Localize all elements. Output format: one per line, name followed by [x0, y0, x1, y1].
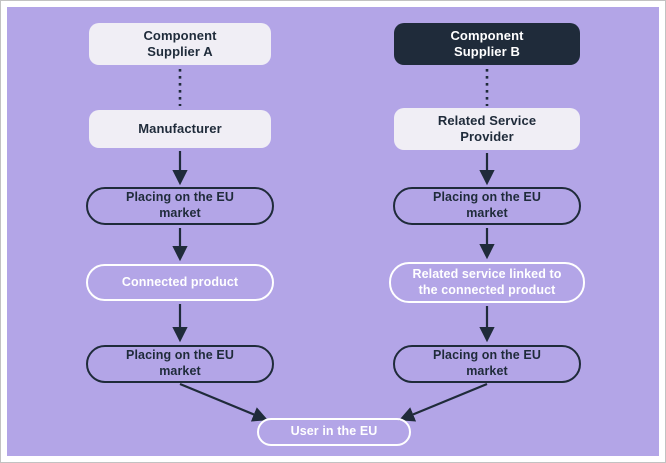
node-placing-eu-market-left-1: Placing on the EU market [86, 187, 274, 225]
node-user-in-eu: User in the EU [257, 418, 411, 446]
node-user-in-eu-label: User in the EU [290, 424, 378, 439]
node-placing-eu-market-left-1-label: Placing on the EU market [126, 190, 234, 220]
node-related-service-provider-label: Related Service Provider [437, 112, 537, 144]
node-connected-product-label: Connected product [121, 274, 239, 289]
diagram-panel [7, 7, 659, 456]
node-related-service-linked: Related service linked to the connected … [389, 262, 585, 303]
node-manufacturer-label: Manufacturer [138, 120, 222, 136]
node-placing-eu-market-right-1: Placing on the EU market [393, 187, 581, 225]
node-placing-eu-market-right-2-label: Placing on the EU market [433, 348, 541, 378]
node-placing-eu-market-right-2: Placing on the EU market [393, 345, 581, 383]
node-manufacturer: Manufacturer [89, 110, 271, 148]
node-connected-product: Connected product [86, 264, 274, 301]
node-related-service-linked-label: Related service linked to the connected … [412, 266, 562, 297]
node-placing-eu-market-right-1-label: Placing on the EU market [433, 190, 541, 220]
node-component-supplier-b: Component Supplier B [394, 23, 580, 65]
node-placing-eu-market-left-2: Placing on the EU market [86, 345, 274, 383]
node-component-supplier-b-label: Component Supplier B [450, 27, 524, 59]
node-component-supplier-a-label: Component Supplier A [143, 27, 217, 59]
node-placing-eu-market-left-2-label: Placing on the EU market [126, 348, 234, 378]
node-related-service-provider: Related Service Provider [394, 108, 580, 150]
node-component-supplier-a: Component Supplier A [89, 23, 271, 65]
